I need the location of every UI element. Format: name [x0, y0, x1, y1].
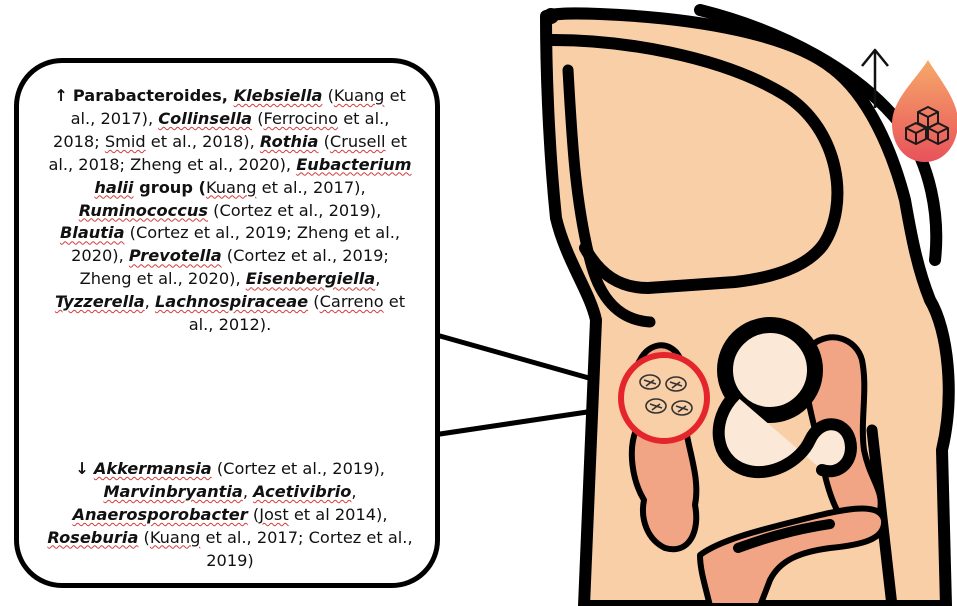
increased-segment: Ruminococcus [79, 201, 208, 220]
glucose-drop-icon [892, 60, 957, 162]
increased-segment: group ( [133, 178, 205, 197]
decreased-segment: et al 2014), [289, 505, 388, 524]
decreased-segment: Anaerosporobacter [72, 505, 247, 524]
pregnant-body [543, 8, 949, 606]
increased-taxa-text: Parabacteroides, Klebsiella (Kuang et al… [48, 86, 411, 334]
highlight-circle [621, 355, 707, 441]
increased-segment: Parabacteroides, [73, 86, 234, 105]
increased-segment: Kuang [206, 178, 257, 197]
decreased-segment: (Cortez et al., 2019), [212, 459, 385, 478]
decreased-segment: ( [248, 505, 259, 524]
increased-segment: Kuang [334, 86, 385, 105]
decreased-segment: Marvinbryantia [103, 482, 242, 501]
increased-segment: ( [308, 292, 319, 311]
increased-segment: (Cortez et al., 2019), [208, 201, 381, 220]
decreased-segment: Jost [259, 505, 288, 524]
increased-taxa-paragraph: ↑ Parabacteroides, Klebsiella (Kuang et … [45, 85, 415, 337]
increase-arrow: ↑ [54, 86, 68, 105]
decrease-arrow: ↓ [75, 459, 89, 478]
connector-line-upper [440, 336, 596, 380]
microbiota-highlight [621, 355, 707, 441]
increased-segment: ( [252, 109, 263, 128]
decreased-segment: , [243, 482, 253, 501]
increased-segment: Blautia [60, 223, 125, 242]
increased-segment: Crusell [330, 132, 386, 151]
increased-segment: , [375, 269, 380, 288]
increased-segment: Prevotella [129, 246, 222, 265]
increased-segment: et al., 2017), [257, 178, 366, 197]
decreased-taxa-text: Akkermansia (Cortez et al., 2019), Marvi… [47, 459, 412, 570]
increased-segment: Carreno [320, 292, 384, 311]
increased-segment: , [145, 292, 155, 311]
increased-segment: Collinsella [158, 109, 252, 128]
increased-segment: ( [322, 86, 333, 105]
increased-segment: ( [318, 132, 329, 151]
decreased-segment: et al., 2017; Cortez et al., 2019) [200, 528, 412, 570]
decreased-taxa-paragraph: ↓ Akkermansia (Cortez et al., 2019), Mar… [45, 458, 415, 573]
increased-segment: Ferrocino [264, 109, 339, 128]
increased-segment: Eisenbergiella [246, 269, 375, 288]
increased-segment: Tyzzerella [55, 292, 145, 311]
decreased-segment: Akkermansia [94, 459, 212, 478]
gut-microbiota-callout: ↑ Parabacteroides, Klebsiella (Kuang et … [14, 58, 440, 588]
increased-segment: Lachnospiraceae [155, 292, 308, 311]
decreased-segment: Kuang [150, 528, 201, 547]
head-dot [543, 8, 559, 24]
increased-segment: Rothia [260, 132, 319, 151]
increased-segment: et al., 2018), [146, 132, 260, 151]
decreased-segment: , [351, 482, 356, 501]
increased-segment: Smid [105, 132, 146, 151]
increased-segment: Klebsiella [234, 86, 323, 105]
decreased-segment: Acetivibrio [253, 482, 351, 501]
decreased-segment: Roseburia [47, 528, 138, 547]
decreased-segment: ( [138, 528, 149, 547]
